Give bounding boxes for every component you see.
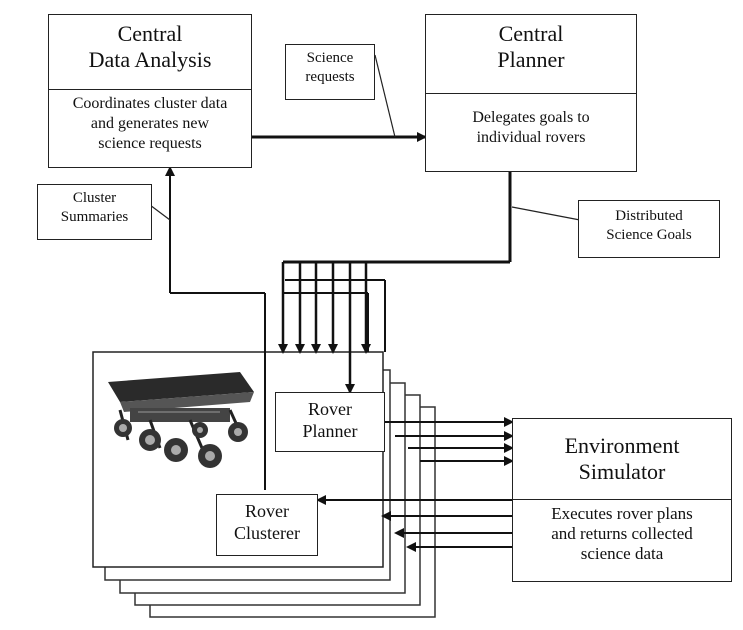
environment-simulator-title: Environment Simulator bbox=[513, 419, 731, 485]
environment-simulator-title-line-2: Simulator bbox=[578, 459, 666, 484]
cluster-summaries-label-line-2: Summaries bbox=[60, 209, 129, 225]
science-requests-label-line-1: Science bbox=[306, 50, 354, 66]
rover-clusterer-box: Rover Clusterer bbox=[216, 494, 318, 556]
environment-simulator-title-line-1: Environment bbox=[564, 433, 680, 458]
cluster-summaries-path bbox=[165, 166, 386, 490]
distributed-goals-leader bbox=[511, 206, 581, 221]
rover-planner-line-1: Rover bbox=[308, 399, 352, 419]
goal-arrows bbox=[278, 262, 371, 394]
science-requests-label-line-2: requests bbox=[305, 69, 355, 85]
central-planner-box: Central Planner Delegates goals to indiv… bbox=[425, 14, 637, 172]
central-data-analysis-box: Central Data Analysis Coordinates cluste… bbox=[48, 14, 252, 168]
distributed-science-goals-label: Distributed Science Goals bbox=[578, 200, 720, 258]
rover-robot-image bbox=[108, 372, 254, 468]
environment-simulator-desc-line-2: and returns collected bbox=[551, 524, 693, 543]
environment-simulator-desc-line-3: science data bbox=[580, 544, 664, 563]
rover-planner-line-2: Planner bbox=[302, 421, 358, 441]
central-data-analysis-desc-line-3: science requests bbox=[98, 135, 202, 152]
central-data-analysis-description: Coordinates cluster data and generates n… bbox=[49, 89, 251, 154]
science-requests-label: Science requests bbox=[285, 44, 375, 100]
rover-planner-box: Rover Planner bbox=[275, 392, 385, 452]
central-data-analysis-title-line-1: Central bbox=[117, 21, 183, 46]
central-planner-title: Central Planner bbox=[426, 15, 636, 73]
central-data-analysis-title: Central Data Analysis bbox=[49, 15, 251, 73]
environment-simulator-desc-line-1: Executes rover plans bbox=[551, 504, 693, 523]
environment-simulator-box: Environment Simulator Executes rover pla… bbox=[512, 418, 732, 582]
planner-to-simulator-arrows bbox=[385, 417, 514, 466]
cluster-summaries-label-line-1: Cluster bbox=[72, 190, 117, 206]
central-planner-description: Delegates goals to individual rovers bbox=[426, 93, 636, 148]
science-requests-leader bbox=[374, 54, 396, 138]
distributed-science-goals-label-line-1: Distributed bbox=[615, 208, 683, 224]
distributed-science-goals-label-line-2: Science Goals bbox=[606, 227, 692, 243]
simulator-to-clusterer-arrows bbox=[316, 495, 512, 552]
central-data-analysis-title-line-2: Data Analysis bbox=[88, 47, 212, 72]
central-data-analysis-desc-line-1: Coordinates cluster data bbox=[72, 95, 228, 112]
rover-clusterer-line-2: Clusterer bbox=[234, 523, 300, 543]
central-data-analysis-desc-line-2: and generates new bbox=[90, 115, 210, 132]
central-planner-desc-line-1: Delegates goals to bbox=[472, 109, 590, 126]
environment-simulator-description: Executes rover plans and returns collect… bbox=[513, 499, 731, 564]
cluster-summaries-leader bbox=[149, 204, 171, 221]
distributed-goals-bus bbox=[283, 172, 512, 264]
central-planner-title-line-2: Planner bbox=[497, 47, 565, 72]
central-planner-desc-line-2: individual rovers bbox=[476, 129, 586, 146]
rover-clusterer-line-1: Rover bbox=[245, 501, 289, 521]
central-planner-title-line-1: Central bbox=[498, 21, 564, 46]
cluster-summaries-label: Cluster Summaries bbox=[37, 184, 152, 240]
